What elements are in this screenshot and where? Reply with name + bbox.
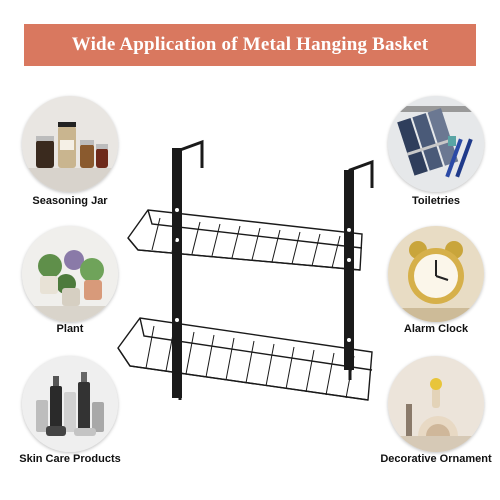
toiletries-label: Toiletries: [411, 195, 461, 207]
banner-title: Wide Application of Metal Hanging Basket: [71, 34, 429, 55]
ornament-label: Decorative Ornament: [380, 453, 492, 465]
alarm-clock-photo-icon: [388, 226, 484, 322]
toiletries-photo-icon: [388, 96, 484, 192]
skin-care-label: Skin Care Products: [19, 453, 121, 465]
two-tier-wire-basket-icon: [110, 130, 400, 440]
plant-label: Plant: [56, 323, 84, 335]
seasoning-jar-label: Seasoning Jar: [32, 195, 108, 207]
title-banner: Wide Application of Metal Hanging Basket: [24, 24, 476, 66]
alarm-clock-label: Alarm Clock: [403, 323, 469, 335]
seasoning-jar-photo-icon: [22, 96, 118, 192]
skin-care-photo-icon: [22, 356, 118, 452]
plant-photo-icon: [22, 226, 118, 322]
ornament-photo-icon: [388, 356, 484, 452]
